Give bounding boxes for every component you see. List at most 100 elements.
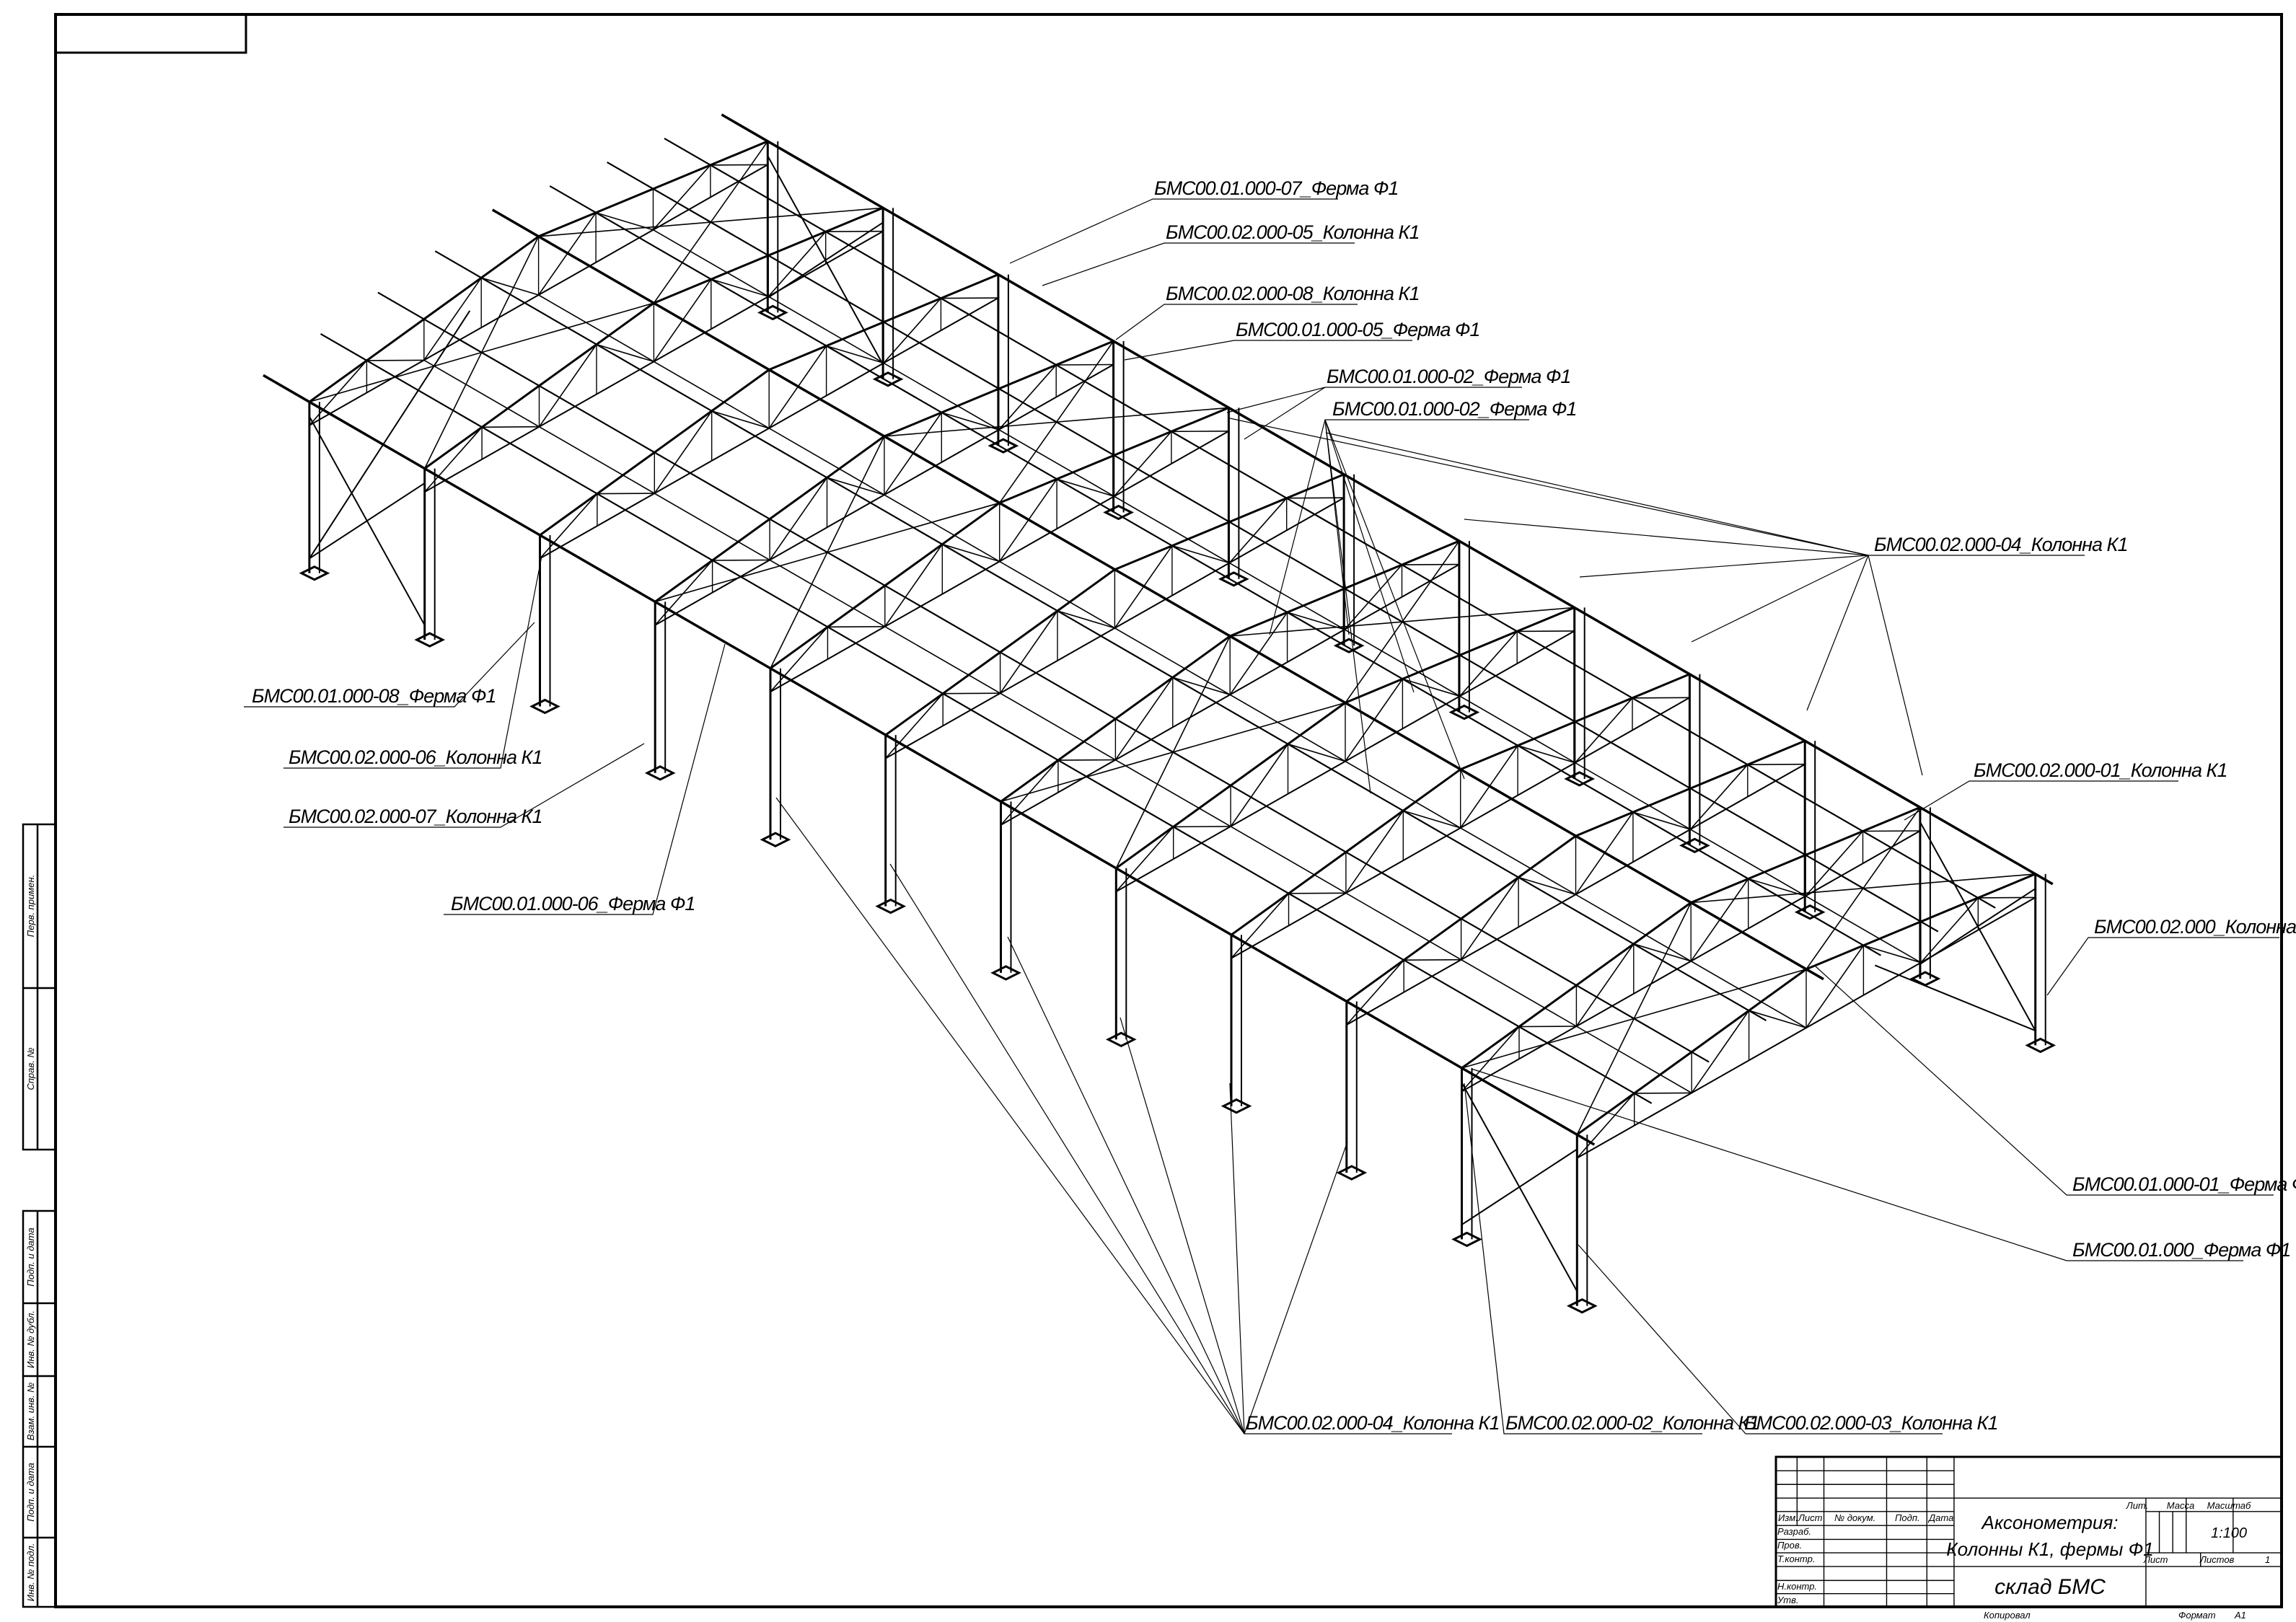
truss-top-chord <box>1402 654 1461 680</box>
truss-top-chord <box>711 254 769 281</box>
truss-top-chord <box>1345 678 1403 704</box>
tb-title-line2: Колонны К1, фермы Ф1 <box>1946 1538 2154 1560</box>
truss-top-chord <box>597 451 656 495</box>
truss-top-chord <box>883 297 941 323</box>
truss-diagonal <box>1172 676 1231 695</box>
truss-diagonal <box>883 298 941 363</box>
truss-diagonal <box>885 693 944 759</box>
truss-top-chord <box>1171 521 1230 547</box>
truss-bottom-chord <box>884 462 942 495</box>
truss-top-chord <box>1230 743 1289 787</box>
truss-top-chord <box>1113 430 1172 457</box>
wall-bracing <box>767 155 884 365</box>
truss-top-chord <box>826 321 884 347</box>
base-plate <box>1794 904 1826 920</box>
truss-bottom-chord <box>1402 695 1461 730</box>
truss-top-chord <box>1114 545 1173 571</box>
truss-top-chord <box>710 140 768 167</box>
truss-diagonal <box>1345 810 1404 894</box>
part-label: БМС00.01.000_Ферма Ф1 <box>2072 1239 2290 1261</box>
truss-top-chord <box>1632 787 1691 814</box>
base-plate <box>1333 638 1365 653</box>
truss-diagonal <box>309 360 367 426</box>
truss-bottom-chord <box>941 428 1000 463</box>
part-label: БМС00.02.000-05_Колонна К1 <box>1166 221 1419 243</box>
tb-title-line1: Аксонометрия: <box>1981 1512 2119 1533</box>
truss-diagonal <box>710 164 768 166</box>
truss-top-chord <box>1171 635 1231 679</box>
truss-bottom-chord <box>1634 1092 1692 1127</box>
truss-bottom-chord <box>1576 1124 1635 1159</box>
truss-top-chord <box>366 318 425 362</box>
truss-bottom-chord <box>1518 894 1576 928</box>
truss-diagonal <box>1057 610 1115 629</box>
truss-diagonal <box>1461 1026 1520 1092</box>
truss-diagonal <box>1344 564 1403 630</box>
truss-diagonal <box>1978 896 2036 899</box>
truss-diagonal <box>999 610 1058 694</box>
truss-diagonal <box>1230 744 1289 827</box>
truss-top-chord <box>1344 563 1403 590</box>
truss-top-chord <box>1632 902 1692 946</box>
truss-diagonal <box>712 559 770 561</box>
truss-bottom-chord <box>480 294 540 329</box>
truss-bottom-chord <box>883 330 941 364</box>
truss-top-chord <box>825 206 884 233</box>
truss-diagonal <box>482 426 540 428</box>
truss-top-chord <box>827 584 886 628</box>
part-label: БМС00.01.000-05_Ферма Ф1 <box>1236 319 1479 340</box>
truss-diagonal <box>1000 759 1059 826</box>
truss-top-chord <box>998 363 1057 390</box>
truss-top-chord <box>1460 744 1518 771</box>
truss-top-chord <box>942 651 1001 695</box>
truss-bottom-chord <box>1460 794 1518 829</box>
part-label: БМС00.02.000-03_Колонна К1 <box>1744 1412 1997 1434</box>
base-plate <box>760 832 791 847</box>
part-label: БМС00.01.000-02_Ферма Ф1 <box>1327 366 1570 387</box>
truss-bottom-chord <box>1690 927 1749 962</box>
longitudinal-tie <box>423 359 1692 1094</box>
truss-bottom-chord <box>1228 529 1288 564</box>
stamp-podp-data-2: Подп. и дата <box>25 1463 36 1521</box>
truss-diagonal <box>1747 763 1805 765</box>
truss-bottom-chord <box>1748 895 1806 930</box>
truss-diagonal <box>1576 1093 1635 1159</box>
roof-bracing <box>770 436 885 669</box>
truss-diagonal <box>654 410 713 494</box>
truss-diagonal <box>1805 830 1864 896</box>
tb-role-prov: Пров. <box>1777 1540 1802 1551</box>
truss-bottom-chord <box>1632 829 1691 863</box>
truss-top-chord <box>1228 497 1288 524</box>
truss-diagonal <box>1171 545 1230 564</box>
base-plate <box>1909 971 1941 987</box>
base-plate <box>872 371 904 387</box>
truss-bottom-chord <box>1977 896 2036 931</box>
base-plate <box>757 304 788 321</box>
base-plate <box>1220 1098 1252 1114</box>
truss-diagonal <box>941 297 998 299</box>
wall-bracing <box>1461 1082 1578 1292</box>
truss-top-chord <box>884 692 944 736</box>
truss-top-chord <box>826 435 885 479</box>
truss-diagonal <box>1057 759 1116 761</box>
truss-bottom-chord <box>1862 961 1922 996</box>
truss-diagonal <box>1518 876 1576 896</box>
truss-bottom-chord <box>423 327 482 361</box>
truss-top-chord <box>1229 611 1288 638</box>
truss-top-chord <box>1576 1092 1635 1136</box>
longitudinal-tie <box>653 229 1922 964</box>
truss-top-chord <box>1920 896 1979 923</box>
truss-top-chord <box>1402 768 1461 812</box>
purlin <box>721 113 2054 886</box>
truss-bottom-chord <box>1231 925 1289 959</box>
truss-bottom-chord <box>1517 762 1576 796</box>
truss-bottom-chord <box>1345 728 1403 762</box>
truss-top-chord <box>1748 854 1806 880</box>
truss-diagonal <box>1518 1026 1577 1028</box>
truss-top-chord <box>1114 676 1174 720</box>
truss-diagonal <box>711 278 769 297</box>
truss-top-chord <box>770 626 829 669</box>
truss-top-chord <box>1461 1026 1520 1070</box>
truss-top-chord <box>768 345 827 371</box>
tb-role-tkontr: Т.контр. <box>1777 1553 1815 1564</box>
